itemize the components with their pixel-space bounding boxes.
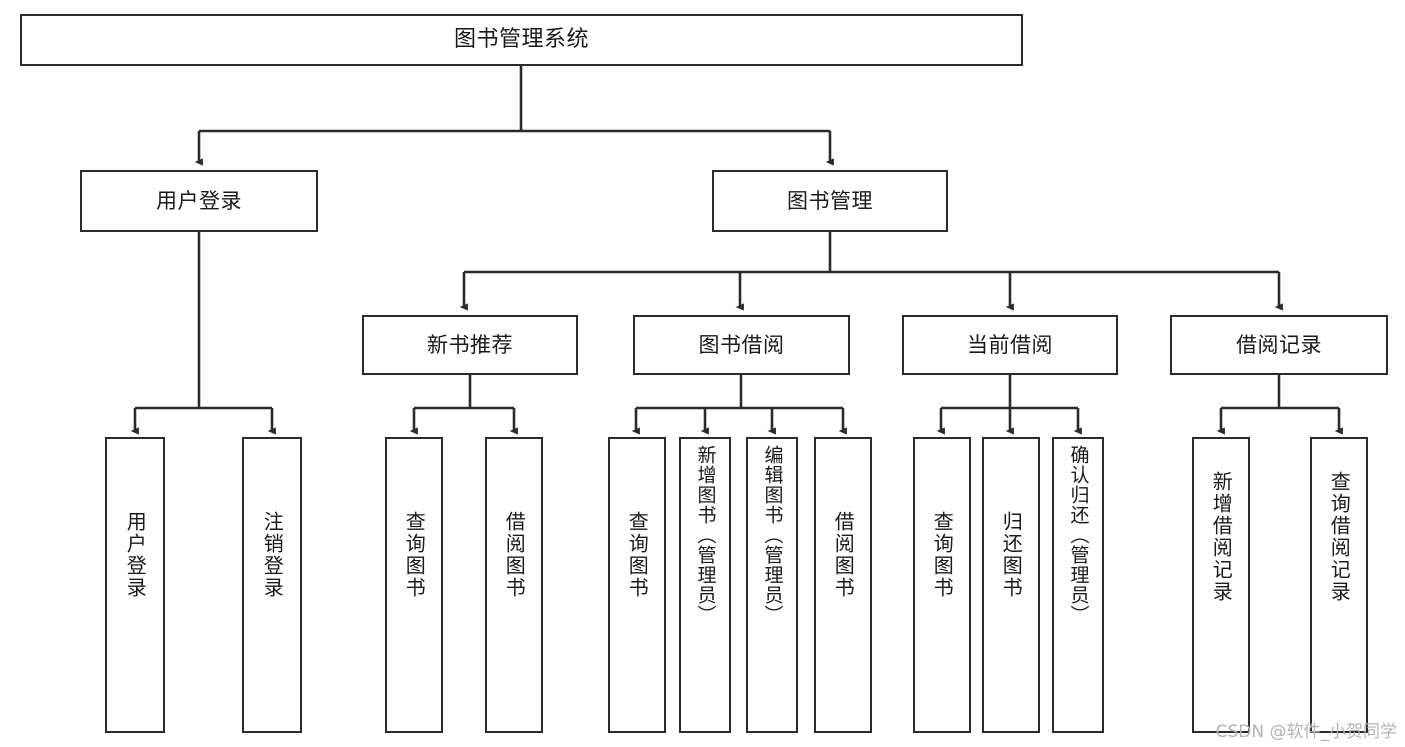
leaf-query-book-recommend[interactable]: 查询图书	[385, 437, 443, 733]
node-label: 借阅记录	[1236, 332, 1322, 357]
leaf-query-book-current[interactable]: 查询图书	[913, 437, 971, 733]
node-label: 编辑图书（管理员）	[761, 445, 784, 625]
node-label: 图书借阅	[698, 332, 785, 357]
node-label: 新增借阅记录	[1209, 471, 1234, 603]
leaf-return-book[interactable]: 归还图书	[982, 437, 1040, 733]
node-label: 查询借阅记录	[1327, 471, 1352, 603]
node-label: 新增图书（管理员）	[694, 445, 717, 625]
leaf-query-borrow-record[interactable]: 查询借阅记录	[1310, 437, 1368, 733]
node-current-borrow[interactable]: 当前借阅	[902, 315, 1118, 375]
node-book-management[interactable]: 图书管理	[712, 170, 948, 232]
watermark-text: CSDN @软件_小贺同学	[1215, 722, 1397, 742]
leaf-borrow-book[interactable]: 借阅图书	[814, 437, 872, 733]
node-label: 图书管理系统	[453, 27, 589, 52]
node-new-book-recommend[interactable]: 新书推荐	[362, 315, 578, 375]
node-label: 当前借阅	[967, 332, 1053, 357]
node-label: 图书管理	[787, 188, 873, 213]
node-label: 查询图书	[930, 511, 955, 599]
node-label: 用户登录	[156, 188, 242, 213]
node-label: 借阅图书	[831, 511, 856, 599]
node-label: 查询图书	[402, 511, 427, 599]
leaf-user-login[interactable]: 用户登录	[105, 437, 165, 733]
leaf-confirm-return-admin[interactable]: 确认归还（管理员）	[1052, 437, 1104, 733]
leaf-query-book-borrow[interactable]: 查询图书	[608, 437, 666, 733]
node-label: 查询图书	[625, 511, 650, 599]
node-user-login[interactable]: 用户登录	[80, 170, 318, 232]
node-label: 借阅图书	[502, 511, 527, 599]
leaf-add-borrow-record[interactable]: 新增借阅记录	[1192, 437, 1250, 733]
leaf-edit-book-admin[interactable]: 编辑图书（管理员）	[746, 437, 798, 733]
leaf-borrow-book-recommend[interactable]: 借阅图书	[485, 437, 543, 733]
node-borrow-record[interactable]: 借阅记录	[1170, 315, 1388, 375]
node-book-borrow[interactable]: 图书借阅	[633, 315, 850, 375]
node-root-book-management-system[interactable]: 图书管理系统	[20, 14, 1023, 66]
leaf-add-book-admin[interactable]: 新增图书（管理员）	[679, 437, 731, 733]
node-label: 归还图书	[999, 511, 1024, 599]
node-label: 注销登录	[260, 511, 285, 599]
node-label: 新书推荐	[427, 332, 513, 357]
leaf-logout[interactable]: 注销登录	[242, 437, 302, 733]
node-label: 用户登录	[123, 511, 148, 599]
node-label: 确认归还（管理员）	[1067, 445, 1090, 625]
